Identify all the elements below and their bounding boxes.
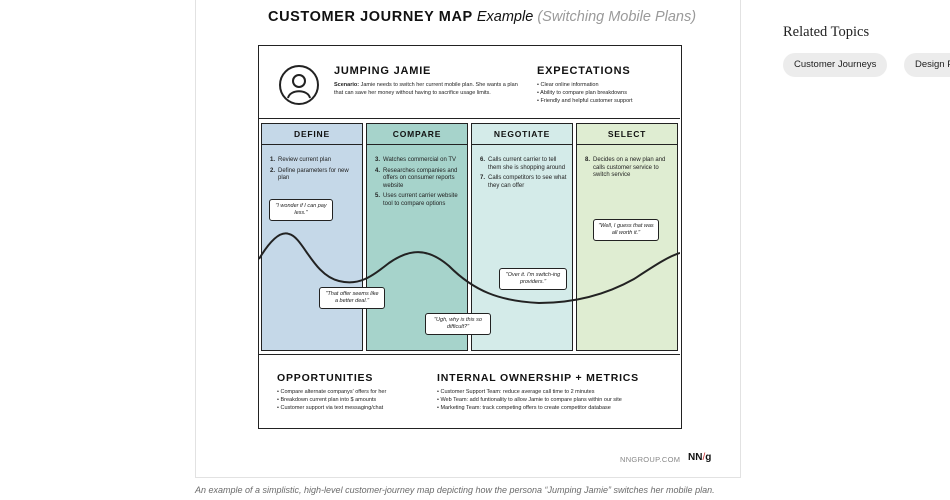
emotion-curve xyxy=(259,232,680,305)
journey-map: JUMPING JAMIE Scenario: Jamie needs to s… xyxy=(258,45,682,429)
persona-scenario: Scenario: Jamie needs to switch her curr… xyxy=(334,81,519,97)
logo-g: g xyxy=(705,452,712,463)
phase-steps: 8.Decides on a new plan and calls custom… xyxy=(585,157,675,183)
scenario-text: Jamie needs to switch her current mobile… xyxy=(334,82,518,96)
quote-bubble: "Over it. I'm switch-ing providers." xyxy=(499,268,567,290)
opportunities-title: OPPORTUNITIES xyxy=(277,372,374,384)
related-topics-title: Related Topics xyxy=(783,24,870,40)
bottom-section: OPPORTUNITIES Compare alternate companys… xyxy=(259,354,680,428)
step-number: 6. xyxy=(480,157,486,163)
step-item: 2.Define parameters for new plan xyxy=(270,168,360,183)
source-credit: NNGROUP.COM xyxy=(620,455,681,464)
step-text: Uses current carrier website tool to com… xyxy=(383,193,458,207)
step-item: 8.Decides on a new plan and calls custom… xyxy=(585,157,675,180)
scenario-label: Scenario: xyxy=(334,82,360,88)
phase-header: NEGOTIATE xyxy=(472,124,572,145)
ownership-title: INTERNAL OWNERSHIP + METRICS xyxy=(437,372,639,384)
map-title-example: Example xyxy=(476,9,534,25)
ownership-item: Marketing Team: track competing offers t… xyxy=(437,404,622,412)
step-number: 2. xyxy=(270,167,276,174)
opportunity-item: Customer support via text messaging/chat xyxy=(277,404,386,412)
step-number: 3. xyxy=(375,157,381,163)
ownership-item: Customer Support Team: reduce average ca… xyxy=(437,388,622,396)
quote-bubble: "Ugh, why is this so difficult?" xyxy=(425,313,491,335)
phases-section: DEFINE 1.Review current plan 2.Define pa… xyxy=(259,121,680,353)
step-item: 3.Watches commercial on TV xyxy=(375,157,465,165)
phase-steps: 3.Watches commercial on TV 4.Researches … xyxy=(375,157,465,211)
logo-nn: NN xyxy=(688,452,703,463)
quote-bubble: "Well, I guess that was all worth it." xyxy=(593,219,659,241)
expectation-item: Clear online information xyxy=(537,81,633,89)
persona-name: JUMPING JAMIE xyxy=(334,65,432,77)
ownership-item: Web Team: add funtionality to allow Jami… xyxy=(437,396,621,404)
emotion-line xyxy=(259,232,680,305)
nng-logo: NN/g xyxy=(688,452,711,463)
expectations-list: Clear online information Ability to comp… xyxy=(537,81,633,105)
step-number: 4. xyxy=(375,167,381,174)
step-text: Define parameters for new plan xyxy=(278,167,349,182)
expectation-item: Friendly and helpful customer support xyxy=(537,97,632,105)
phase-header: COMPARE xyxy=(367,124,467,145)
map-title-subtitle: (Switching Mobile Plans) xyxy=(537,9,697,25)
step-text: Watches commercial on TV xyxy=(383,157,457,163)
opportunity-item: Compare alternate companys' offers for h… xyxy=(277,388,386,396)
step-number: 7. xyxy=(480,175,486,181)
map-title-main: CUSTOMER JOURNEY MAP xyxy=(268,9,473,25)
figure-caption: An example of a simplistic, high-level c… xyxy=(195,485,715,495)
quote-bubble: "That offer seems like a better deal." xyxy=(319,287,385,309)
step-item: 1.Review current plan xyxy=(270,157,360,165)
step-text: Researches companies and offers on consu… xyxy=(383,167,458,189)
expectation-item: Ability to compare plan breakdowns xyxy=(537,89,633,97)
map-title: CUSTOMER JOURNEY MAP Example (Switching … xyxy=(268,9,696,25)
step-item: 6.Calls current carrier to tell them she… xyxy=(480,157,570,172)
quote-bubble: "I wonder if I can pay less." xyxy=(269,199,333,221)
expectations-title: EXPECTATIONS xyxy=(537,65,631,77)
topic-pill-design[interactable]: Design P xyxy=(904,53,950,77)
step-text: Decides on a new plan and calls customer… xyxy=(593,157,666,178)
persona-section: JUMPING JAMIE Scenario: Jamie needs to s… xyxy=(259,46,680,119)
phase-header: SELECT xyxy=(577,124,677,145)
step-text: Review current plan xyxy=(278,157,332,163)
phase-header: DEFINE xyxy=(262,124,362,145)
step-item: 5.Uses current carrier website tool to c… xyxy=(375,193,465,208)
step-number: 1. xyxy=(270,157,276,163)
topic-pill-customer-journeys[interactable]: Customer Journeys xyxy=(783,53,888,77)
opportunity-item: Breakdown current plan into $ amounts xyxy=(277,396,386,404)
phase-steps: 6.Calls current carrier to tell them she… xyxy=(480,157,570,193)
step-text: Calls competitors to see what they can o… xyxy=(488,175,567,189)
step-text: Calls current carrier to tell them she i… xyxy=(488,157,566,171)
step-number: 8. xyxy=(585,157,591,163)
step-number: 5. xyxy=(375,193,381,199)
step-item: 4.Researches companies and offers on con… xyxy=(375,168,465,191)
logo-slash: / xyxy=(702,452,706,463)
opportunities-list: Compare alternate companys' offers for h… xyxy=(277,388,386,412)
phase-steps: 1.Review current plan 2.Define parameter… xyxy=(270,157,360,186)
persona-avatar-icon xyxy=(279,65,319,105)
ownership-list: Customer Support Team: reduce average ca… xyxy=(437,388,622,412)
step-item: 7.Calls competitors to see what they can… xyxy=(480,175,570,190)
